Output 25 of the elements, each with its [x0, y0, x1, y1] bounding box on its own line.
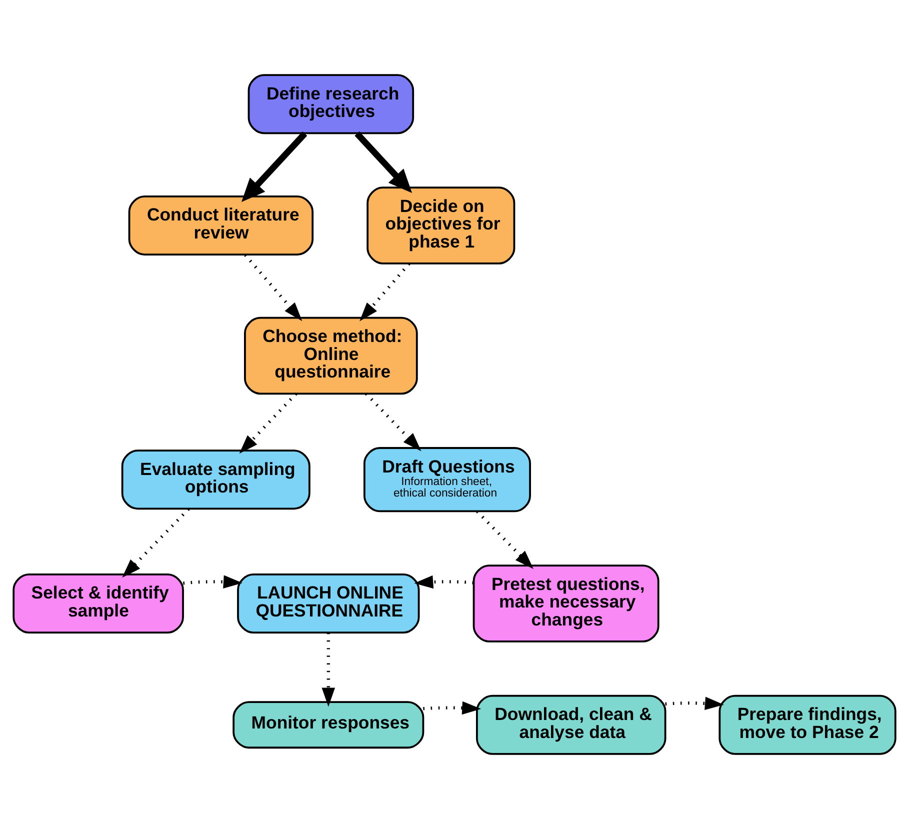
- arrow: [364, 392, 422, 451]
- arrow: [360, 262, 410, 321]
- node-box: Prepare findings, move to Phase 2: [718, 694, 896, 754]
- arrow: [414, 574, 474, 588]
- arrow: [665, 696, 724, 710]
- arrow: [244, 254, 302, 321]
- node-box: Conduct literature review: [128, 194, 314, 256]
- arrow: [122, 507, 190, 578]
- node-box: LAUNCH ONLINE QUESTIONNAIRE: [237, 572, 420, 634]
- node-box: Monitor responses: [232, 700, 424, 748]
- arrow: [354, 130, 412, 193]
- arrow: [183, 574, 242, 588]
- arrow: [322, 632, 336, 706]
- node-box: Pretest questions, make necessary changes: [472, 564, 660, 642]
- arrow: [423, 700, 482, 714]
- arrow: [476, 510, 534, 568]
- node-box: Draft Questions Information sheet, ethical consideration: [363, 446, 531, 512]
- node-box: Download, clean & analyse data: [476, 694, 666, 754]
- node-box: Define research objectives: [248, 74, 414, 134]
- node-box: Select & identify sample: [12, 572, 184, 634]
- arrow: [239, 392, 298, 454]
- node-box: Evaluate sampling options: [121, 449, 310, 510]
- node-box: Choose method: Online questionnaire: [244, 316, 418, 394]
- arrow: [241, 130, 308, 202]
- node-box: Decide on objectives for phase 1: [366, 186, 516, 264]
